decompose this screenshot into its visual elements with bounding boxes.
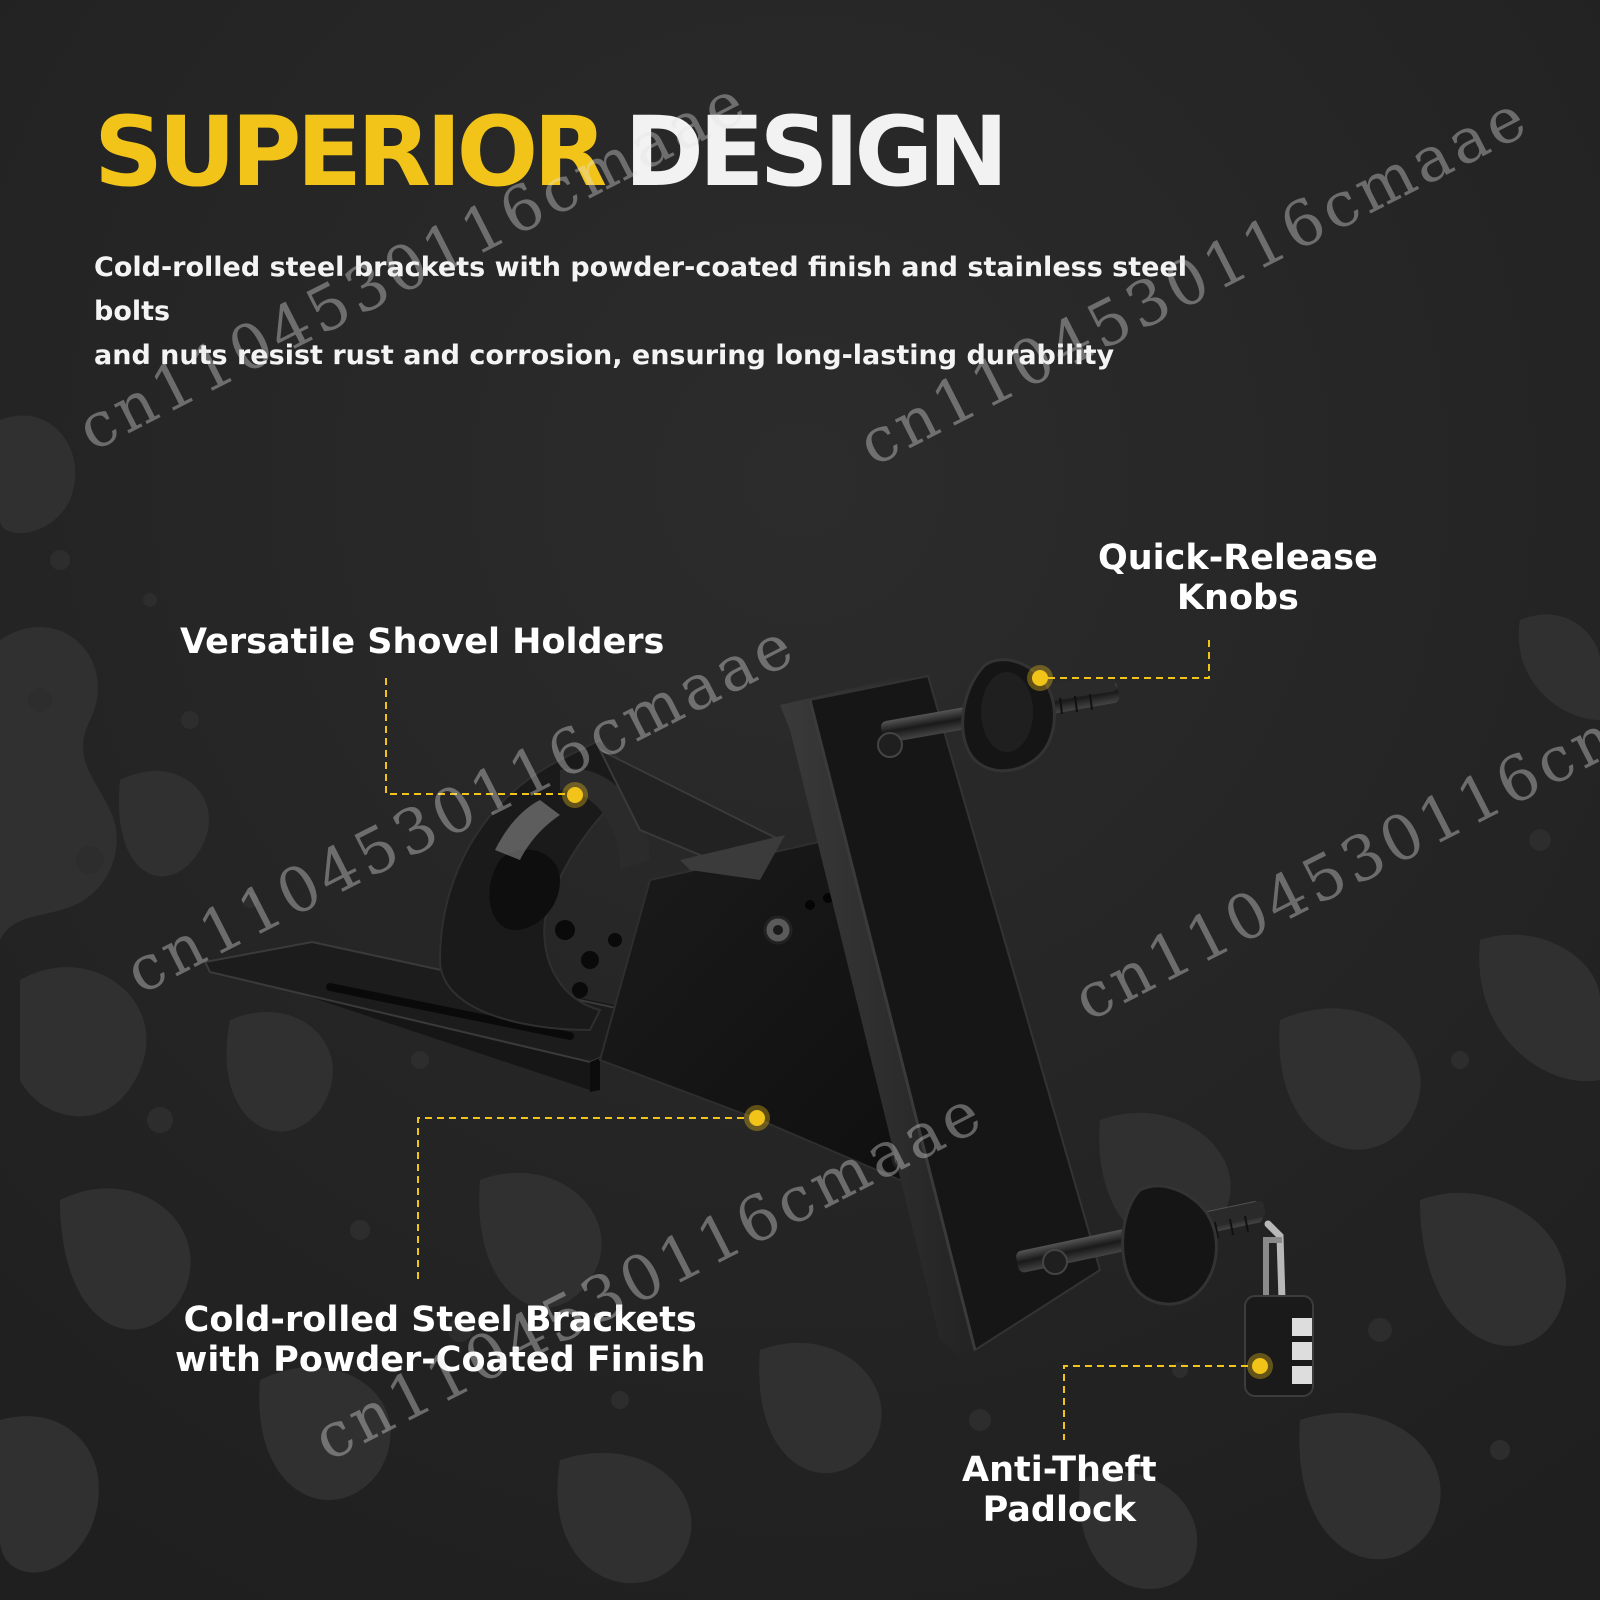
callout-steel-brackets: Cold-rolled Steel Brackets with Powder-C… <box>175 1300 705 1380</box>
headline-word-superior: SUPERIOR <box>94 96 607 208</box>
callout-knobs-line-2: Knobs <box>1176 578 1299 618</box>
callout-shovel-holders-label: Versatile Shovel Holders <box>180 622 665 662</box>
callout-brackets-line-1: Cold-rolled Steel Brackets <box>183 1300 697 1340</box>
headline-word-design: DESIGN <box>624 96 1008 208</box>
description-line-1: Cold-rolled steel brackets with powder-c… <box>94 252 1188 327</box>
callout-anti-theft-padlock: Anti-Theft Padlock <box>962 1450 1157 1530</box>
description: Cold-rolled steel brackets with powder-c… <box>94 246 1254 378</box>
callout-padlock-line-2: Padlock <box>982 1490 1137 1530</box>
callout-padlock-line-1: Anti-Theft <box>962 1450 1157 1490</box>
callout-shovel-holders: Versatile Shovel Holders <box>180 622 664 662</box>
description-line-2: and nuts resist rust and corrosion, ensu… <box>94 340 1115 371</box>
callout-quick-release-knobs: Quick-Release Knobs <box>1098 538 1378 618</box>
callout-brackets-line-2: with Powder-Coated Finish <box>175 1340 706 1380</box>
callout-knobs-line-1: Quick-Release <box>1098 538 1378 578</box>
